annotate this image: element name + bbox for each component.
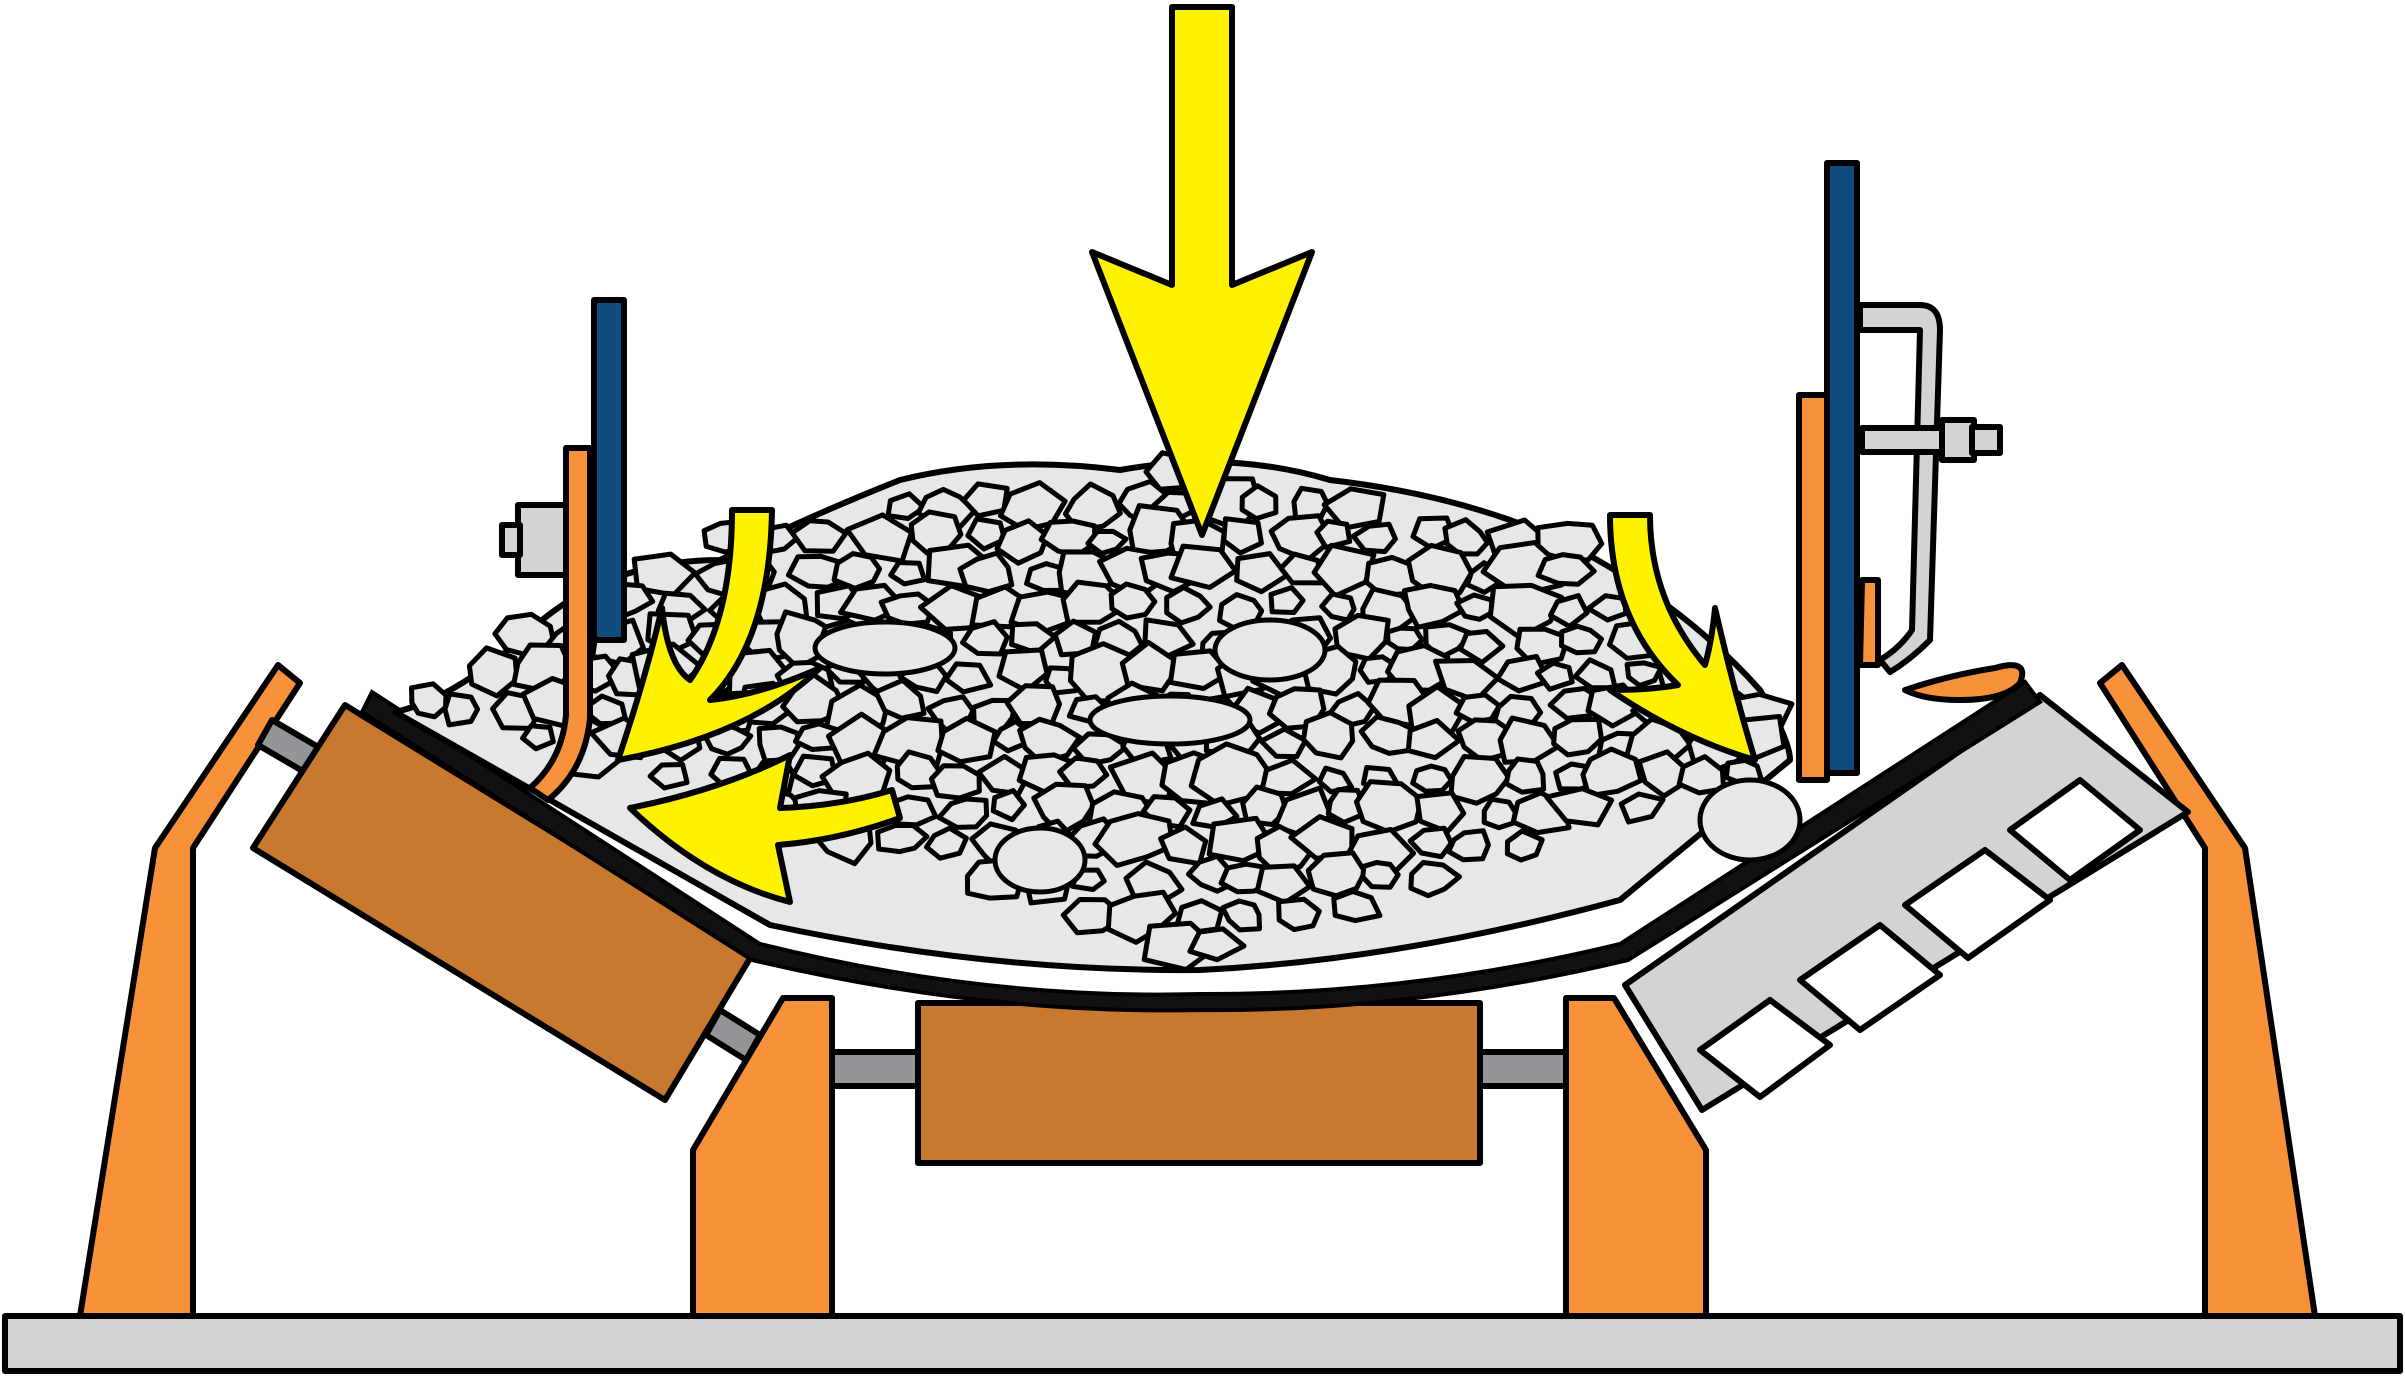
rock	[1187, 926, 1247, 963]
rock	[1168, 543, 1239, 590]
rock	[1087, 693, 1253, 747]
center-left-bracket	[690, 995, 835, 1319]
rock	[1547, 593, 1590, 629]
rock	[1278, 551, 1325, 586]
rock	[992, 825, 1088, 895]
rock	[1057, 755, 1110, 791]
rock	[1360, 860, 1401, 890]
rock	[960, 619, 1010, 657]
rock	[1405, 718, 1462, 761]
center-shaft-right	[1477, 1049, 1569, 1089]
rock	[990, 788, 1027, 823]
rock	[1504, 828, 1545, 863]
rock	[1319, 591, 1357, 623]
rock	[831, 551, 883, 591]
left-skirt-clamp	[499, 297, 627, 803]
rock	[1354, 779, 1424, 835]
rock	[1446, 828, 1491, 863]
left-spill-arrow	[615, 507, 823, 763]
rock	[1580, 746, 1644, 799]
rock	[1331, 889, 1383, 924]
right-spill-arrow	[1607, 512, 1758, 763]
center-right-bracket	[1563, 995, 1709, 1319]
rock	[1503, 756, 1547, 795]
rock	[1410, 763, 1454, 794]
rock	[1454, 592, 1495, 622]
rock	[1321, 486, 1387, 531]
rock	[928, 763, 982, 801]
main-load-arrow	[1089, 4, 1315, 538]
center-roller	[915, 1000, 1483, 1166]
right-skirt-clamp	[1796, 160, 2026, 783]
rock	[1234, 551, 1290, 595]
rock	[409, 681, 449, 720]
rock	[965, 516, 1008, 552]
rock	[1358, 714, 1421, 756]
rock	[943, 661, 994, 695]
rock	[1305, 850, 1368, 899]
rock	[1268, 585, 1306, 615]
rock	[789, 518, 849, 554]
rock	[1624, 660, 1664, 688]
center-shaft-left	[829, 1049, 921, 1089]
rock	[1063, 481, 1123, 533]
rock	[1408, 860, 1462, 899]
rock	[1108, 581, 1158, 621]
rock	[1350, 521, 1398, 555]
rock	[1544, 786, 1615, 828]
rock	[1301, 710, 1356, 761]
rock	[1017, 716, 1083, 766]
rock	[1433, 658, 1501, 703]
rock	[466, 645, 520, 699]
rock	[812, 619, 958, 677]
rock	[875, 822, 930, 855]
rock	[1535, 552, 1597, 587]
right-wing-frame	[2097, 662, 2318, 1319]
rock	[1487, 582, 1565, 640]
rock	[1618, 791, 1666, 825]
rock	[1551, 716, 1604, 758]
rock	[1414, 790, 1467, 835]
base-plate	[2, 1313, 2403, 1374]
rock	[1697, 777, 1803, 863]
rock	[1085, 528, 1129, 556]
rock	[885, 491, 927, 521]
rock	[1481, 796, 1518, 831]
rock	[520, 723, 556, 752]
rock	[1009, 621, 1058, 656]
rock	[1164, 585, 1213, 626]
rock	[442, 691, 481, 728]
rock	[1158, 824, 1209, 867]
rock	[1220, 898, 1262, 933]
rock	[935, 715, 998, 765]
rock	[888, 560, 927, 587]
rock	[1240, 784, 1289, 827]
rock	[1407, 825, 1454, 860]
rock	[1212, 617, 1328, 683]
rock	[961, 481, 1010, 519]
rock	[1276, 896, 1322, 933]
rock	[1534, 660, 1575, 692]
right-impact-cradle	[1622, 692, 2191, 1113]
left-wing-frame	[77, 662, 303, 1319]
conveyor-belt	[359, 679, 2043, 1013]
rock	[647, 762, 690, 791]
rock	[1585, 593, 1629, 623]
rock	[1221, 516, 1264, 556]
rock	[1559, 623, 1604, 656]
rock	[1457, 629, 1506, 665]
rock	[1239, 483, 1279, 522]
rock	[936, 796, 990, 830]
rock	[1052, 618, 1099, 658]
left-return-arrow	[627, 752, 903, 905]
rock	[924, 825, 969, 861]
rock	[1314, 518, 1353, 550]
